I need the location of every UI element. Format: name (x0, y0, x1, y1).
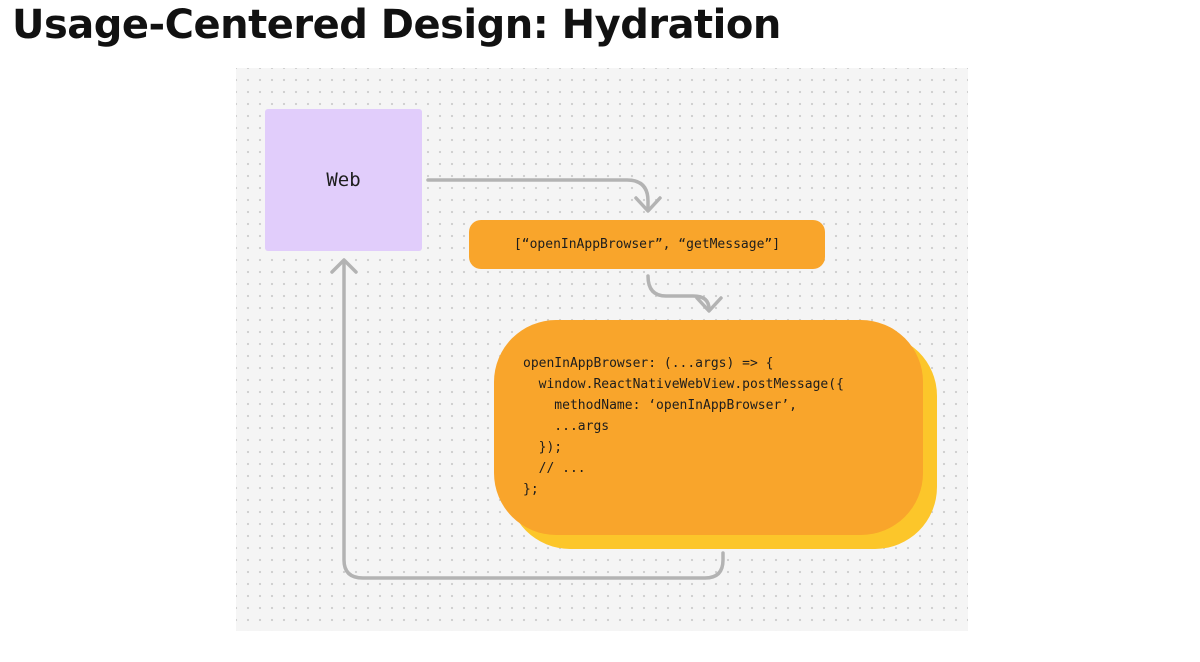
code-snippet: openInAppBrowser: (...args) => { window.… (523, 356, 844, 497)
code-block-node: openInAppBrowser: (...args) => { window.… (494, 320, 923, 535)
methods-list-node: [“openInAppBrowser”, “getMessage”] (469, 220, 825, 269)
web-node: Web (265, 109, 422, 251)
methods-list-text: [“openInAppBrowser”, “getMessage”] (513, 237, 781, 252)
web-node-label: Web (326, 169, 361, 191)
page-title: Usage-Centered Design: Hydration (12, 2, 781, 48)
